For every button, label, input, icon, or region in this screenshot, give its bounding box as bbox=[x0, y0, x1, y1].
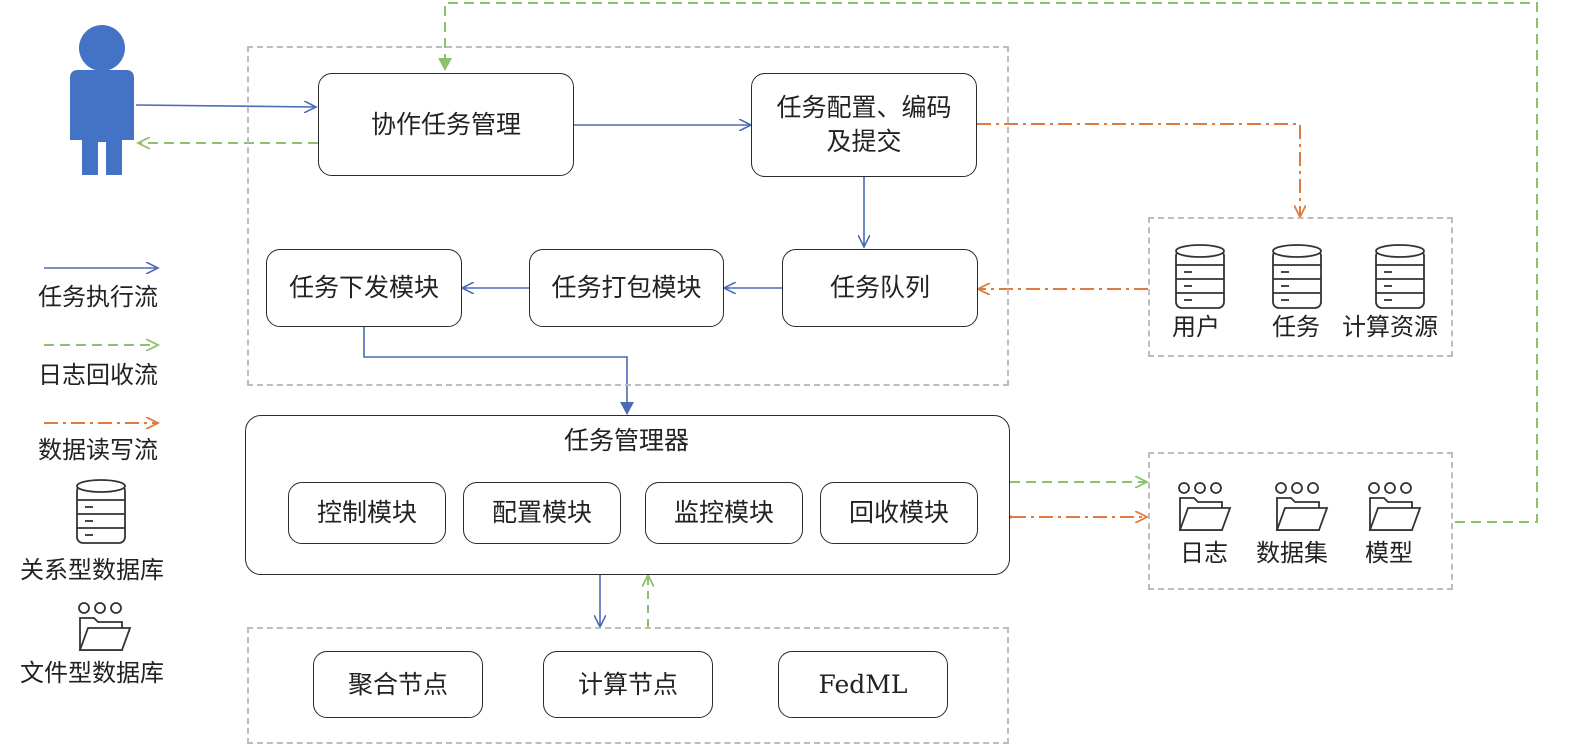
folder-database-icon bbox=[1178, 482, 1232, 531]
file-label-model: 模型 bbox=[1365, 539, 1413, 567]
module-monitor-label: 监控模块 bbox=[673, 498, 774, 527]
folder-database-icon bbox=[1368, 482, 1422, 531]
task-pack-box: 任务打包模块 bbox=[529, 249, 724, 327]
fedml-label: FedML bbox=[818, 669, 908, 699]
task-queue-box: 任务队列 bbox=[782, 249, 978, 327]
module-recycle: 回收模块 bbox=[820, 482, 978, 544]
database-icon bbox=[1272, 244, 1322, 309]
database-icon bbox=[1175, 244, 1225, 309]
task-manager-title: 任务管理器 bbox=[564, 426, 690, 455]
module-monitor: 监控模块 bbox=[645, 482, 803, 544]
compute-node-box: 计算节点 bbox=[543, 651, 713, 718]
collab-task-mgmt-box: 协作任务管理 bbox=[318, 73, 574, 176]
collab-task-mgmt-label: 协作任务管理 bbox=[370, 109, 521, 139]
file-db-region bbox=[1148, 452, 1453, 590]
nodes-region bbox=[247, 627, 1009, 744]
module-control-label: 控制模块 bbox=[316, 498, 417, 527]
file-label-log: 日志 bbox=[1180, 539, 1228, 567]
folder-database-icon bbox=[1275, 482, 1329, 531]
database-icon bbox=[76, 479, 126, 544]
task-dispatch-box: 任务下发模块 bbox=[266, 249, 462, 327]
db-label-compute: 计算资源 bbox=[1342, 313, 1438, 341]
fedml-box: FedML bbox=[778, 651, 948, 718]
task-config-label-2: 及提交 bbox=[826, 127, 902, 156]
legend-data-label: 数据读写流 bbox=[38, 436, 158, 464]
aggregation-node-label: 聚合节点 bbox=[347, 669, 448, 699]
folder-database-icon bbox=[78, 602, 132, 651]
legend-relational-db-label: 关系型数据库 bbox=[20, 556, 164, 584]
module-config: 配置模块 bbox=[463, 482, 621, 544]
db-label-user: 用户 bbox=[1172, 313, 1220, 341]
compute-node-label: 计算节点 bbox=[577, 669, 678, 699]
relational-db-region bbox=[1148, 217, 1453, 357]
task-config-label-1: 任务配置、编码 bbox=[776, 93, 952, 122]
person-icon bbox=[70, 25, 134, 175]
arrow-person-to-collab bbox=[135, 105, 316, 107]
task-config-box: 任务配置、编码 及提交 bbox=[751, 73, 977, 177]
data-flow-config-to-db bbox=[977, 123, 1300, 217]
task-queue-label: 任务队列 bbox=[829, 273, 930, 302]
module-config-label: 配置模块 bbox=[491, 498, 592, 527]
top-region bbox=[247, 46, 1009, 386]
legend-log-label: 日志回收流 bbox=[38, 361, 158, 389]
module-control: 控制模块 bbox=[288, 482, 446, 544]
db-label-task: 任务 bbox=[1272, 313, 1320, 341]
file-label-dataset: 数据集 bbox=[1256, 539, 1328, 567]
log-flow-loop bbox=[438, 2, 1538, 523]
task-dispatch-label: 任务下发模块 bbox=[288, 273, 439, 302]
aggregation-node-box: 聚合节点 bbox=[313, 651, 483, 718]
legend-file-db-label: 文件型数据库 bbox=[20, 659, 164, 687]
legend-execution-label: 任务执行流 bbox=[38, 283, 158, 311]
database-icon bbox=[1375, 244, 1425, 309]
task-pack-label: 任务打包模块 bbox=[551, 273, 702, 302]
module-recycle-label: 回收模块 bbox=[848, 498, 949, 527]
